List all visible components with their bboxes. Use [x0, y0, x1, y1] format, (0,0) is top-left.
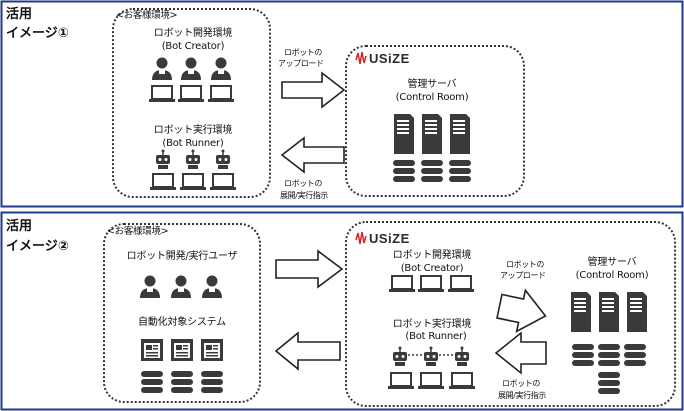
panel1-customer-env-label: <お客様環境>	[116, 10, 178, 21]
panel1-bot-runner-label: ロボット実行環境	[153, 125, 233, 136]
panel1-usize-logo: USiZE	[369, 51, 410, 66]
panel1-upload-label-2: アップロード	[278, 59, 324, 68]
panel2-bot-runner-label: ロボット実行環境	[392, 319, 472, 330]
panel1-deploy-label-1: ロボットの	[284, 179, 322, 188]
panel2-heading-line1: 活用	[6, 219, 33, 234]
panel1-bot-creator-label: ロボット開発環境	[153, 28, 233, 39]
panel2-bot-runner-en: (Bot Runner)	[405, 331, 467, 342]
panel2-target-system-label: 自動化対象システム	[138, 317, 226, 328]
panel1-heading-line2: イメージ①	[6, 26, 69, 41]
panel1-bot-runner-en: (Bot Runner)	[162, 138, 224, 149]
panel1-upload-label-1: ロボットの	[284, 48, 322, 57]
panel2-usize-logo: USiZE	[369, 231, 410, 246]
panel2-bot-creator-en: (Bot Creator)	[400, 263, 464, 274]
panel2-customer-env-label: <お客様環境>	[107, 226, 169, 237]
panel2-dev-user-label: ロボット開発/実行ユーザ	[126, 251, 238, 262]
panel2-deploy-label-2: 展開/実行指示	[498, 391, 546, 400]
panel2-server-label: 管理サーバ	[587, 257, 637, 268]
panel1-bot-creator-en: (Bot Creator)	[161, 41, 225, 52]
panel2-upload-label-2: アップロード	[500, 271, 546, 280]
panel2-deploy-label-1: ロボットの	[502, 379, 540, 388]
panel1-deploy-label-2: 展開/実行指示	[280, 191, 328, 200]
panel2-server-en: (Control Room)	[575, 270, 649, 281]
panel2-heading-line2: イメージ②	[6, 239, 69, 254]
panel1-heading-line1: 活用	[6, 7, 33, 22]
panel2-upload-label-1: ロボットの	[506, 260, 544, 269]
panel1-server-en: (Control Room)	[395, 92, 469, 103]
panel1-server-label: 管理サーバ	[407, 79, 457, 90]
panel2-bot-creator-label: ロボット開発環境	[392, 250, 472, 261]
